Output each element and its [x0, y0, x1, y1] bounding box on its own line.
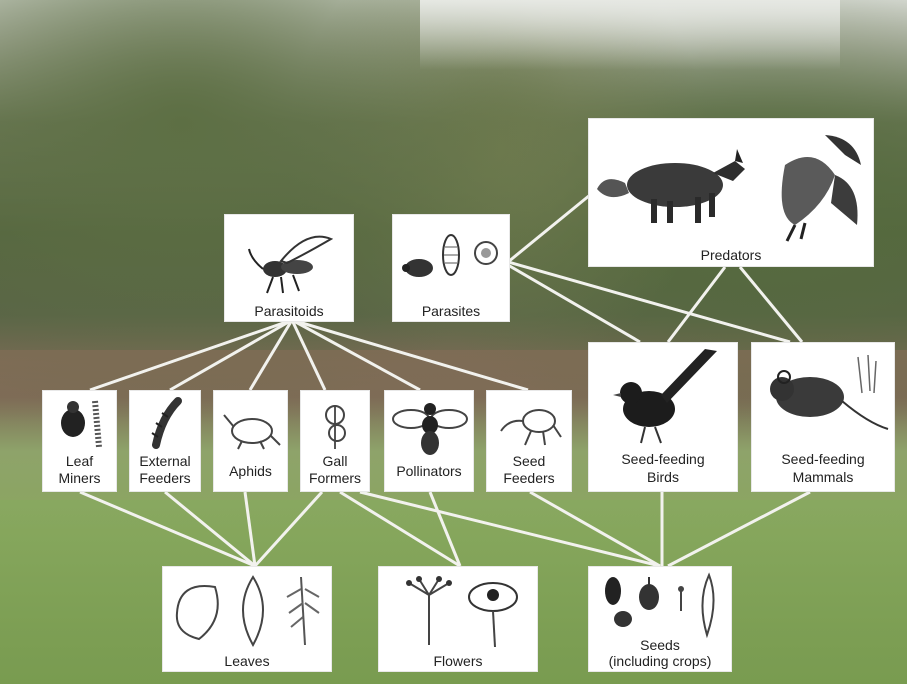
link-seedfeeders-seeds	[530, 492, 660, 566]
link-predators-birds	[668, 267, 725, 342]
mouse-icon	[758, 353, 890, 443]
label-birds-2: Birds	[589, 469, 737, 485]
link-pollinators-flowers	[430, 492, 460, 566]
mite-icon	[471, 233, 501, 273]
node-seed-feeding-birds: Seed-feeding Birds	[588, 342, 738, 492]
bee-icon	[391, 399, 469, 457]
link-aphids-leaves	[245, 492, 255, 566]
node-gall-formers: Gall Formers	[300, 390, 370, 492]
label-mammals-2: Mammals	[752, 469, 894, 485]
wasp-icon	[247, 229, 333, 299]
gall-icon	[315, 397, 357, 451]
label-aphids: Aphids	[214, 463, 287, 479]
label-leaf-miners-1: Leaf	[43, 453, 116, 469]
node-seeds: Seeds (including crops)	[588, 566, 732, 672]
seed-icon	[595, 571, 727, 641]
link-parasites-birds	[508, 265, 640, 342]
larva-icon	[439, 229, 463, 279]
label-gall-formers-1: Gall	[301, 453, 369, 469]
node-aphids: Aphids	[213, 390, 288, 492]
label-seeds-1: Seeds	[589, 637, 731, 653]
label-mammals-1: Seed-feeding	[752, 451, 894, 467]
node-seed-feeders: Seed Feeders	[486, 390, 572, 492]
link-parasitoids-seedfeeders	[292, 320, 528, 390]
link-parasitoids-pollinators	[292, 320, 420, 390]
node-leaves: Leaves	[162, 566, 332, 672]
label-pollinators: Pollinators	[385, 463, 473, 479]
link-parasites-predators	[508, 195, 590, 262]
label-external-feeders-2: Feeders	[130, 470, 200, 486]
label-predators: Predators	[589, 247, 873, 263]
label-seed-feeders-2: Feeders	[487, 470, 571, 486]
node-seed-feeding-mammals: Seed-feeding Mammals	[751, 342, 895, 492]
hawk-icon	[765, 125, 869, 243]
node-pollinators: Pollinators	[384, 390, 474, 492]
node-parasitoids: Parasitoids	[224, 214, 354, 322]
label-gall-formers-2: Formers	[301, 470, 369, 486]
label-parasitoids: Parasitoids	[225, 303, 353, 319]
node-external-feeders: External Feeders	[129, 390, 201, 492]
link-gall-seeds	[360, 492, 660, 566]
weevil-icon	[495, 399, 565, 451]
label-leaf-miners-2: Miners	[43, 470, 116, 486]
leaf-icon	[169, 573, 327, 649]
node-predators: Predators	[588, 118, 874, 267]
bird-icon	[609, 347, 721, 447]
aphid-icon	[222, 405, 282, 451]
label-flowers: Flowers	[379, 653, 537, 669]
caterpillar-icon	[148, 397, 184, 449]
node-leaf-miners: Leaf Miners	[42, 390, 117, 492]
label-leaves: Leaves	[163, 653, 331, 669]
label-seeds-2: (including crops)	[589, 653, 731, 669]
link-external-leaves	[165, 492, 255, 566]
label-birds-1: Seed-feeding	[589, 451, 737, 467]
beetle-icon	[401, 255, 435, 281]
label-parasites: Parasites	[393, 303, 509, 319]
link-gall-leaves	[255, 492, 322, 566]
link-leafminers-leaves	[80, 492, 255, 566]
label-external-feeders-1: External	[130, 453, 200, 469]
node-parasites: Parasites	[392, 214, 510, 322]
node-flowers: Flowers	[378, 566, 538, 672]
fly-icon	[51, 397, 111, 449]
fox-icon	[595, 133, 755, 233]
link-mammals-seeds	[668, 492, 810, 566]
flower-icon	[389, 573, 529, 649]
label-seed-feeders-1: Seed	[487, 453, 571, 469]
